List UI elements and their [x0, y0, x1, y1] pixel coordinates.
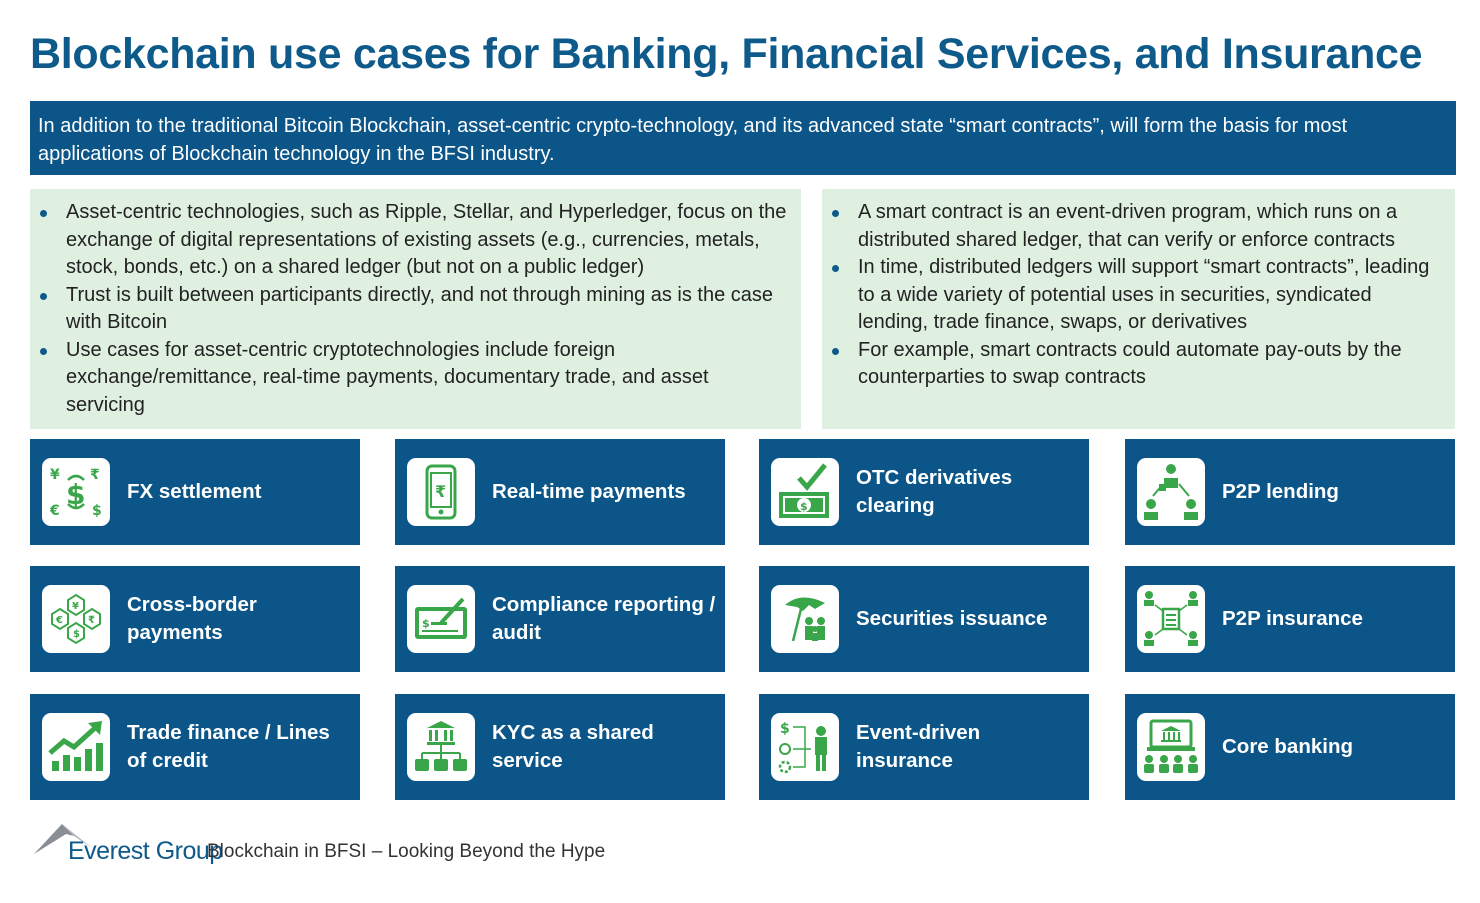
- use-case-label: Trade finance / Lines of credit: [127, 721, 330, 772]
- bank-laptop-icon: [1137, 713, 1205, 781]
- use-case-card: Trade finance / Lines of credit: [30, 694, 360, 800]
- svg-text:$: $: [73, 629, 80, 640]
- use-case-card: P2P lending: [1125, 439, 1455, 545]
- smart-contracts-panel: A smart contract is an event-driven prog…: [822, 189, 1455, 429]
- umbrella-family-icon: [771, 585, 839, 653]
- brand-name: Everest Group: [68, 837, 223, 865]
- svg-text:$: $: [780, 721, 790, 737]
- use-case-card: KYC as a shared service: [395, 694, 725, 800]
- people-network-icon: [1137, 458, 1205, 526]
- bullet-item: For example, smart contracts could autom…: [830, 337, 1447, 392]
- use-case-card: P2P insurance: [1125, 566, 1455, 672]
- bullet-item: In time, distributed ledgers will suppor…: [830, 254, 1447, 337]
- use-case-label: Event-driven insurance: [856, 721, 981, 772]
- use-case-label: FX settlement: [127, 480, 262, 503]
- everest-mountain-logo: [34, 824, 92, 854]
- use-case-card: Securities issuance: [759, 566, 1089, 672]
- bullet-item: Use cases for asset-centric cryptotechno…: [38, 337, 793, 420]
- growth-chart-icon: [42, 713, 110, 781]
- person-events-icon: $: [771, 713, 839, 781]
- page-title: Blockchain use cases for Banking, Financ…: [30, 30, 1423, 78]
- mobile-payment-icon: ₹: [407, 458, 475, 526]
- use-case-label: P2P insurance: [1222, 607, 1363, 630]
- use-case-label: Cross-border payments: [127, 593, 257, 644]
- svg-text:¥: ¥: [72, 601, 79, 612]
- document-network-icon: [1137, 585, 1205, 653]
- asset-centric-panel: Asset-centric technologies, such as Ripp…: [30, 189, 801, 429]
- use-case-card: ¥ € ₹ $ Cross-border payments: [30, 566, 360, 672]
- svg-text:$: $: [92, 503, 102, 519]
- svg-text:₹: ₹: [435, 482, 446, 501]
- use-case-card: Core banking: [1125, 694, 1455, 800]
- bank-hierarchy-icon: [407, 713, 475, 781]
- currency-exchange-icon: ¥ ₹ € $ $: [42, 458, 110, 526]
- use-case-label: OTC derivatives clearing: [856, 466, 1013, 517]
- cheque-icon: $: [407, 585, 475, 653]
- svg-text:¥: ¥: [50, 467, 60, 483]
- svg-text:$: $: [422, 617, 430, 630]
- use-case-label: KYC as a shared service: [492, 721, 654, 772]
- use-case-card: $ Event-driven insurance: [759, 694, 1089, 800]
- svg-text:$: $: [800, 500, 808, 513]
- intro-banner: In addition to the traditional Bitcoin B…: [30, 101, 1456, 175]
- svg-text:₹: ₹: [90, 467, 100, 483]
- svg-text:€: €: [49, 503, 60, 519]
- use-case-card: $ OTC derivatives clearing: [759, 439, 1089, 545]
- bullet-item: Asset-centric technologies, such as Ripp…: [38, 199, 793, 282]
- use-case-label: Real-time payments: [492, 480, 686, 503]
- bullet-item: A smart contract is an event-driven prog…: [830, 199, 1447, 254]
- svg-text:₹: ₹: [88, 615, 95, 626]
- use-case-label: Securities issuance: [856, 607, 1048, 630]
- footer-caption: Blockchain in BFSI – Looking Beyond the …: [207, 841, 606, 862]
- use-case-label: Core banking: [1222, 735, 1353, 758]
- use-case-label: Compliance reporting / audit: [492, 593, 716, 644]
- cash-check-icon: $: [771, 458, 839, 526]
- svg-text:$: $: [66, 478, 85, 511]
- use-case-label: P2P lending: [1222, 480, 1339, 503]
- use-case-card: ¥ ₹ € $ $ FX settlement: [30, 439, 360, 545]
- svg-text:€: €: [55, 615, 63, 626]
- hexagon-currency-icon: ¥ € ₹ $: [42, 585, 110, 653]
- bullet-item: Trust is built between participants dire…: [38, 282, 793, 337]
- use-case-card: ₹ Real-time payments: [395, 439, 725, 545]
- use-case-card: $ Compliance reporting / audit: [395, 566, 725, 672]
